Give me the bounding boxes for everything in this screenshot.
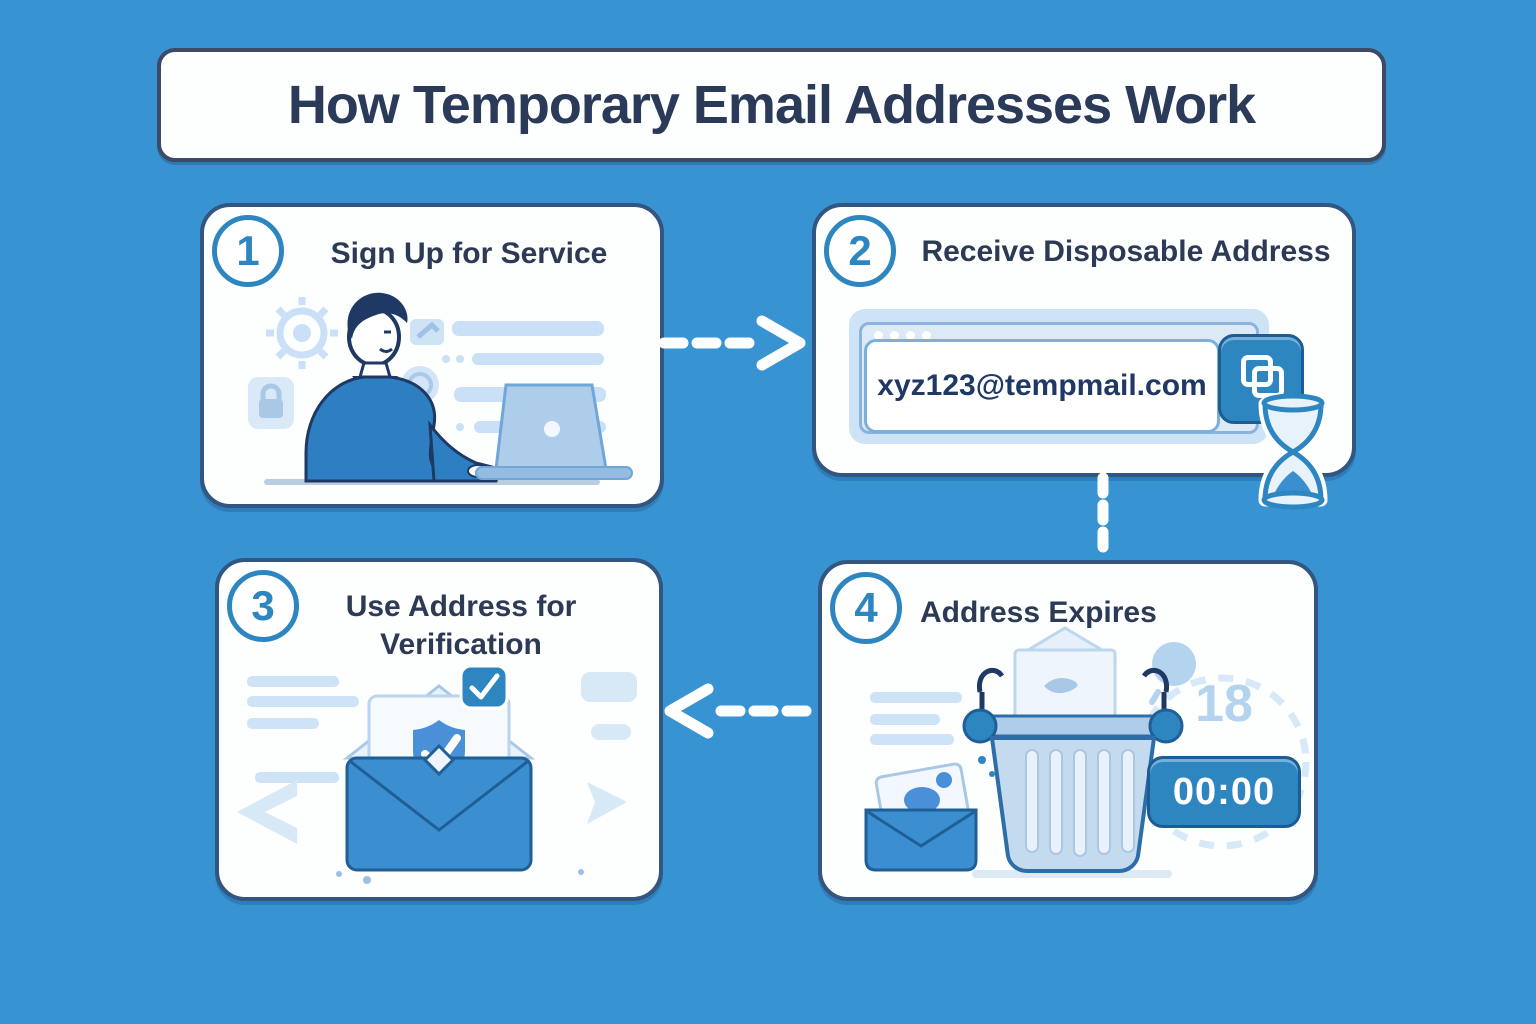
- decorative-lines: [870, 692, 962, 745]
- title-banner: How Temporary Email Addresses Work: [157, 48, 1386, 162]
- step-4-title: Address Expires: [920, 596, 1157, 629]
- hourglass-icon: [1258, 393, 1328, 510]
- decorative-lines: [237, 672, 637, 884]
- address-bar: xyz123@tempmail.com: [864, 339, 1220, 433]
- lock-icon: [248, 377, 294, 429]
- countdown-number: 18: [1195, 675, 1253, 733]
- gear-icon: [266, 297, 338, 369]
- step-4-number-badge: 4: [830, 572, 902, 644]
- signup-illustration: [248, 292, 633, 485]
- step-3-card: 3 Use Address for Verification: [215, 558, 663, 901]
- timer-badge: 00:00: [1147, 756, 1301, 828]
- verification-illustration: [237, 664, 637, 884]
- disposable-email-text: xyz123@tempmail.com: [877, 369, 1207, 402]
- arrow-step4-to-step3: [664, 683, 812, 739]
- step-1-card: 1 Sign Up for Service: [200, 203, 664, 508]
- copy-icon: [1241, 355, 1285, 399]
- check-badge-icon: [459, 664, 509, 710]
- browser-dots: [874, 331, 931, 340]
- discarded-envelope-icon: [864, 756, 995, 872]
- step-number: 1: [236, 227, 260, 274]
- timer-value: 00:00: [1172, 770, 1276, 813]
- step-number: 2: [848, 227, 872, 274]
- step-4-card: 4 Address Expires: [818, 560, 1318, 901]
- laptop-icon: [475, 383, 633, 480]
- infographic-title: How Temporary Email Addresses Work: [287, 75, 1256, 135]
- trash-icon: [962, 626, 1184, 873]
- step-3-title: Use Address for Verification: [345, 590, 577, 661]
- step-2-card: 2 Receive Disposable Address xyz123@temp…: [812, 203, 1356, 477]
- arrow-step1-to-step2: [658, 315, 806, 371]
- step-2-title: Receive Disposable Address: [921, 235, 1331, 268]
- expiry-illustration: [864, 626, 1310, 878]
- step-3-number-badge: 3: [227, 570, 299, 642]
- step-number: 3: [251, 582, 275, 629]
- step-number: 4: [854, 584, 878, 631]
- step-1-title: Sign Up for Service: [330, 237, 608, 270]
- step-1-number-badge: 1: [212, 215, 284, 287]
- open-envelope-icon: [342, 684, 536, 872]
- step-2-number-badge: 2: [824, 215, 896, 287]
- connector-step2-to-step4: [1097, 472, 1109, 564]
